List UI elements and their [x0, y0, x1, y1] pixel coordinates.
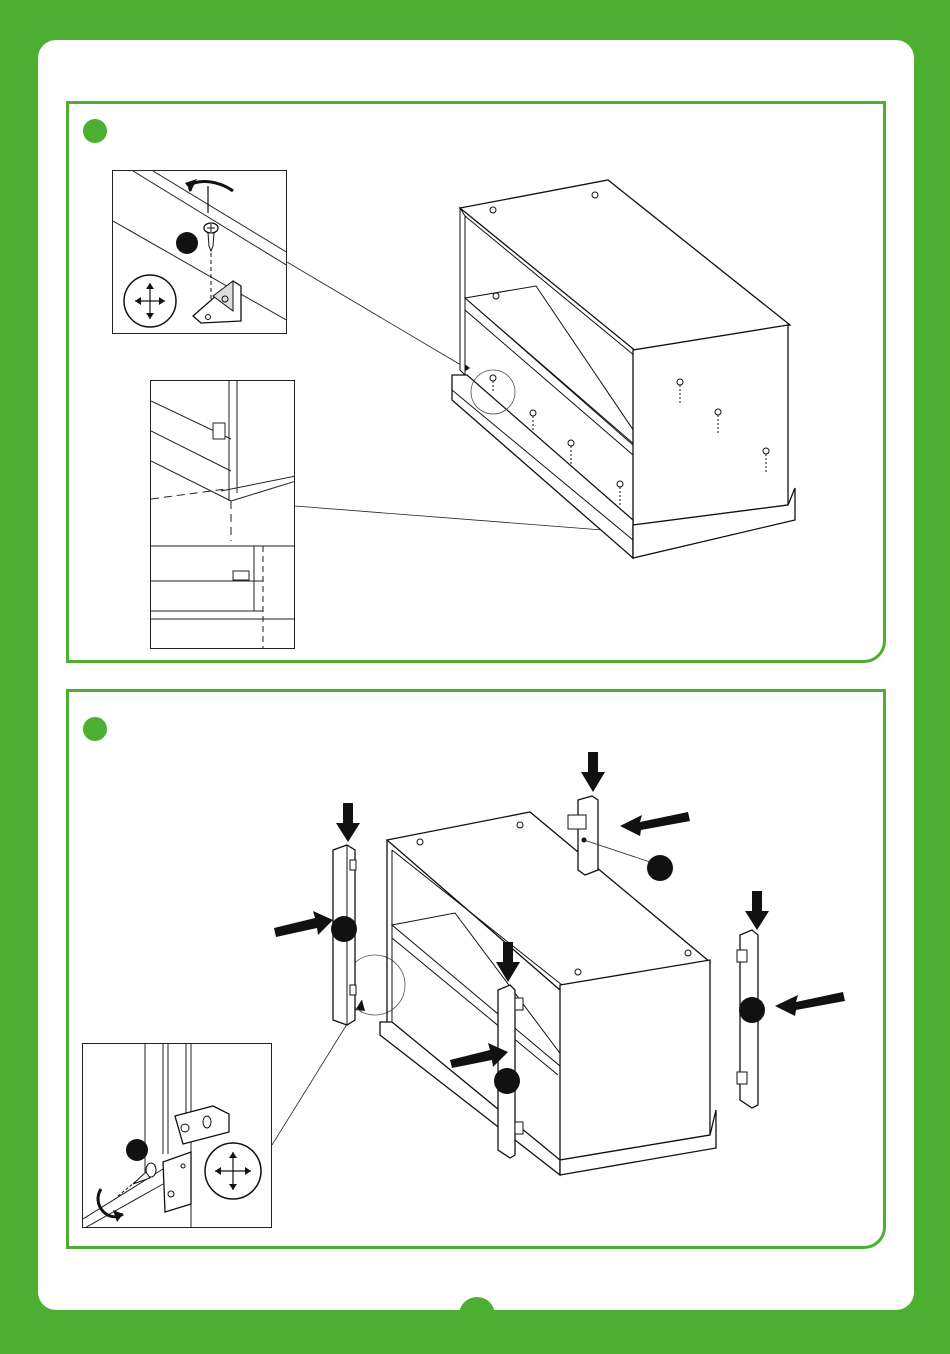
- part-marker: [331, 916, 357, 942]
- part-marker: [647, 855, 673, 881]
- part-marker: [739, 997, 765, 1023]
- part-marker: [494, 1068, 520, 1094]
